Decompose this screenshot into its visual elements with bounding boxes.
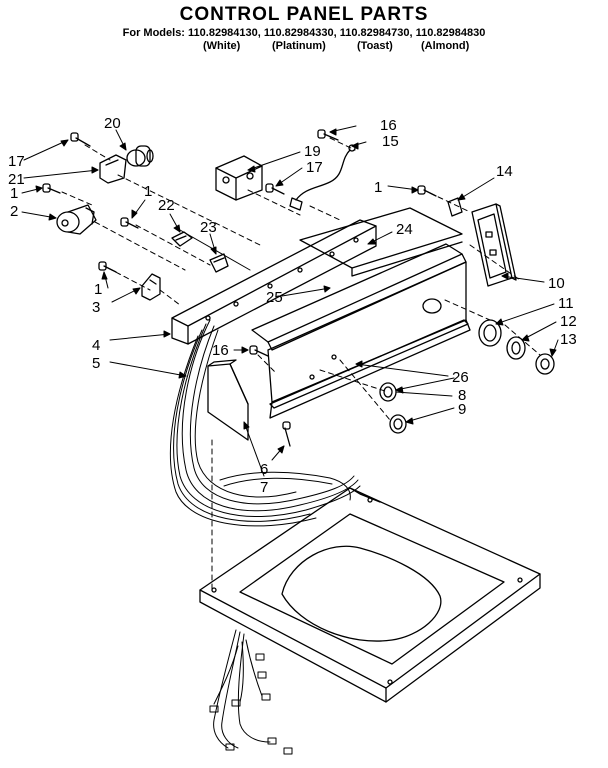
part-9-knob	[389, 414, 407, 434]
cabinet-top	[199, 487, 541, 703]
callout-1: 1	[374, 179, 382, 196]
part-8-knob	[379, 382, 397, 402]
screw-1-top	[42, 183, 61, 194]
screw-17-switch	[265, 183, 285, 195]
color-label-almond: (Almond)	[421, 40, 470, 52]
part-11-bezel	[478, 319, 502, 347]
callout-23: 23	[200, 219, 217, 236]
callout-26: 26	[452, 369, 469, 386]
part-22-connector	[171, 231, 193, 247]
callout-19: 19	[304, 143, 321, 160]
callout-16: 16	[380, 117, 397, 134]
callout-3: 3	[92, 299, 100, 316]
callout-7: 7	[260, 479, 268, 496]
callout-13: 13	[560, 331, 577, 348]
callout-20: 20	[104, 115, 121, 132]
screw-20-left	[70, 132, 91, 147]
part-7-end-cap	[207, 359, 249, 441]
part-25-console-top	[251, 243, 467, 351]
part-15-wire-jumper	[289, 144, 356, 211]
callout-15: 15	[382, 133, 399, 150]
callout-10: 10	[548, 275, 565, 292]
part-4-backguard-frame	[171, 219, 377, 345]
models-line: For Models: 110.82984130, 110.82984330, …	[122, 27, 486, 39]
screw-16-top	[317, 129, 339, 141]
callout-1: 1	[94, 281, 102, 298]
callout-1: 1	[144, 183, 152, 200]
callout-21: 21	[8, 171, 25, 188]
part-23-connector	[209, 253, 229, 273]
callout-2: 2	[10, 203, 18, 220]
page-title: CONTROL PANEL PARTS	[179, 4, 429, 25]
callout-4: 4	[92, 337, 100, 354]
callout-5: 5	[92, 355, 100, 372]
callout-labels: 17 21 1 2 20 1 22 23 16 15 19 17 1 14 24…	[8, 115, 577, 496]
callout-17: 17	[306, 159, 323, 176]
part-14-clip	[447, 197, 463, 217]
lower-wire-harness	[209, 629, 293, 755]
part-24-console-cover	[299, 207, 463, 277]
callout-17: 17	[8, 153, 25, 170]
part-12-dial	[506, 336, 526, 360]
callout-8: 8	[458, 387, 466, 404]
screw-1-low	[98, 261, 117, 273]
part-20-capacitor	[126, 145, 154, 167]
part-21-bracket	[99, 154, 127, 184]
callout-24: 24	[396, 221, 413, 238]
part-19-selector-switch	[215, 155, 263, 201]
part-2-water-level-switch	[56, 204, 97, 235]
callout-9: 9	[458, 401, 466, 418]
callout-16: 16	[212, 342, 229, 359]
callout-11: 11	[558, 295, 574, 312]
part-10-control-housing	[471, 203, 517, 287]
callout-22: 22	[158, 197, 175, 214]
screw-1-mid	[120, 217, 139, 229]
part-13-knob	[535, 353, 555, 375]
color-label-toast: (Toast)	[357, 40, 393, 52]
leader-lines	[21, 125, 559, 477]
color-label-white: (White)	[203, 40, 241, 52]
screw-16-console	[249, 345, 269, 357]
color-label-platinum: (Platinum)	[272, 40, 326, 52]
console-body	[267, 261, 471, 419]
callout-1: 1	[10, 185, 18, 202]
part-3-clip	[141, 273, 161, 301]
screw-6-bottom	[282, 421, 291, 447]
callout-12: 12	[560, 313, 577, 330]
callout-6: 6	[260, 461, 268, 478]
callout-25: 25	[266, 289, 283, 306]
callout-14: 14	[496, 163, 513, 180]
screw-1-right	[417, 185, 437, 197]
part-26-trim-strip	[269, 319, 469, 409]
